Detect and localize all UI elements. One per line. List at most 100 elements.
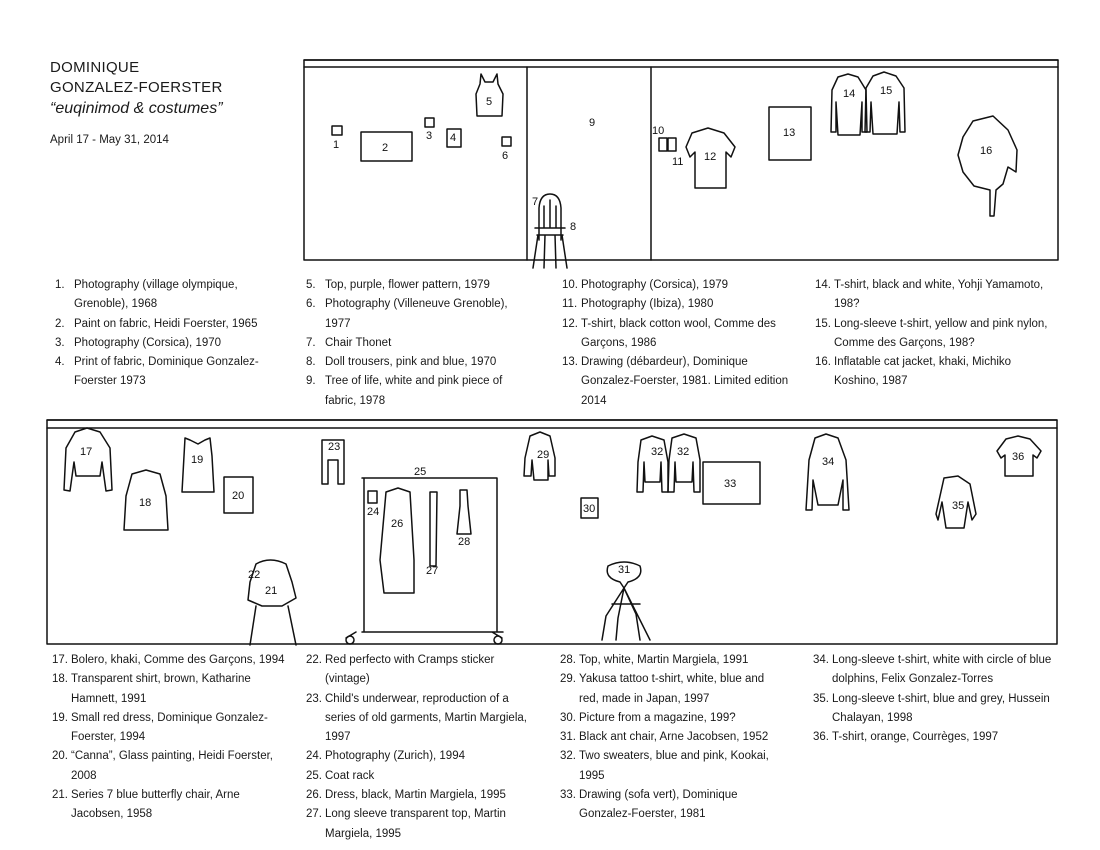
caption-number: 29. [560, 673, 576, 686]
caption-number: 6. [306, 298, 316, 311]
caption-number: 32. [560, 750, 576, 763]
caption-number: 9. [306, 375, 316, 388]
ant-chair-31 [606, 561, 642, 589]
artwork-10-frame [658, 137, 668, 152]
caption-item: 14.T-shirt, black and white, Yohji Yamam… [815, 276, 1053, 315]
caption-number: 21. [52, 789, 68, 802]
artwork-6-frame [501, 136, 512, 147]
caption-text: Print of fabric, Dominique Gonzalez-Foer… [74, 356, 259, 388]
caption-column-top-4: 14.T-shirt, black and white, Yohji Yamam… [815, 276, 1053, 392]
caption-item: 1.Photography (village olympique, Grenob… [55, 276, 280, 315]
caption-number: 36. [813, 731, 829, 744]
caption-number: 12. [562, 317, 578, 330]
garment-19-dress [181, 437, 215, 493]
caption-text: Drawing (débardeur), Dominique Gonzalez-… [581, 356, 789, 407]
caption-item: 34.Long-sleeve t-shirt, white with circl… [813, 651, 1055, 690]
caption-item: 2.Paint on fabric, Heidi Foerster, 1965 [55, 315, 280, 334]
plan-label: 19 [191, 454, 203, 466]
caption-item: 23.Child's underwear, reproduction of a … [306, 690, 530, 748]
plan-label: 4 [450, 132, 456, 144]
garment-27-top [429, 491, 438, 567]
plan-label: 18 [139, 497, 151, 509]
caption-item: 31.Black ant chair, Arne Jacobsen, 1952 [560, 728, 784, 747]
caption-number: 13. [562, 356, 578, 369]
caption-number: 16. [815, 356, 831, 369]
top-plan-labels: 1 2 3 4 5 6 7 8 9 10 11 12 13 14 15 16 [333, 85, 992, 233]
plan-label: 14 [843, 88, 855, 100]
artwork-1-frame [331, 125, 343, 136]
caption-number: 24. [306, 750, 322, 763]
plan-label: 30 [583, 503, 595, 515]
caption-number: 35. [813, 692, 829, 705]
caption-column-bottom-2: 22.Red perfecto with Cramps sticker (vin… [306, 651, 530, 844]
caption-item: 8.Doll trousers, pink and blue, 1970 [306, 353, 518, 372]
garment-28-top [456, 489, 472, 535]
caption-number: 23. [306, 692, 322, 705]
artwork-20-frame [223, 476, 254, 514]
caption-item: 29.Yakusa tattoo t-shirt, white, blue an… [560, 670, 784, 709]
caption-text: Child's underwear, reproduction of a ser… [325, 692, 527, 744]
caption-text: Long-sleeve t-shirt, blue and grey, Huss… [832, 692, 1050, 724]
caption-item: 24.Photography (Zurich), 1994 [306, 747, 530, 766]
caption-text: Long-sleeve t-shirt, yellow and pink nyl… [834, 317, 1048, 349]
plan-label: 16 [980, 145, 992, 157]
garment-32-sweater-b [667, 433, 701, 493]
caption-item: 16.Inflatable cat jacket, khaki, Michiko… [815, 353, 1053, 392]
plan-label: 31 [618, 564, 630, 576]
caption-number: 31. [560, 731, 576, 744]
caption-text: Inflatable cat jacket, khaki, Michiko Ko… [834, 356, 1012, 388]
caption-item: 21.Series 7 blue butterfly chair, Arne J… [52, 786, 286, 825]
caption-text: Long sleeve transparent top, Martin Marg… [325, 808, 506, 840]
plan-label: 10 [652, 125, 664, 137]
artwork-13-frame [768, 106, 812, 161]
caption-number: 30. [560, 711, 576, 724]
artwork-33-frame [702, 461, 761, 505]
bottom-wall-elevation [46, 419, 1058, 645]
caption-item: 9.Tree of life, white and pink piece of … [306, 372, 518, 411]
caption-text: T-shirt, orange, Courrèges, 1997 [832, 731, 999, 744]
coat-rack-25 [345, 477, 504, 639]
top-wall-objects [331, 71, 1018, 269]
caption-item: 33.Drawing (sofa vert), Dominique Gonzal… [560, 786, 784, 825]
artwork-4-frame [446, 128, 462, 148]
caption-item: 36.T-shirt, orange, Courrèges, 1997 [813, 728, 1055, 747]
garment-35-longsleeve [935, 475, 977, 529]
plan-label: 2 [382, 142, 388, 154]
caption-text: Chair Thonet [325, 336, 392, 349]
plan-label: 11 [672, 156, 683, 168]
caption-number: 26. [306, 789, 322, 802]
caption-item: 30.Picture from a magazine, 199? [560, 709, 784, 728]
plan-label: 29 [537, 449, 549, 461]
caption-item: 28.Top, white, Martin Margiela, 1991 [560, 651, 784, 670]
plan-label: 17 [80, 446, 92, 458]
caption-text: Two sweaters, blue and pink, Kookai, 199… [579, 750, 769, 782]
caption-item: 18.Transparent shirt, brown, Katharine H… [52, 670, 286, 709]
caption-text: Black ant chair, Arne Jacobsen, 1952 [579, 731, 769, 744]
garment-16-cat-jacket [957, 115, 1018, 217]
caption-item: 17.Bolero, khaki, Comme des Garçons, 199… [52, 651, 286, 670]
caption-number: 4. [55, 356, 65, 369]
garment-32-sweater-a [636, 435, 669, 493]
artwork-24-frame [367, 490, 378, 504]
plan-label: 23 [328, 441, 340, 453]
caption-number: 7. [306, 336, 316, 349]
caption-text: Coat rack [325, 769, 375, 782]
artwork-30-frame [580, 497, 599, 519]
artwork-11-frame [667, 137, 677, 152]
plan-label: 15 [880, 85, 892, 97]
caption-text: Photography (Zurich), 1994 [325, 750, 465, 763]
bottom-plan-labels: 17 18 19 20 21 22 23 24 25 26 27 28 29 3… [80, 441, 1024, 597]
plan-label: 25 [414, 466, 426, 478]
garment-22-perfecto [247, 559, 297, 607]
caption-text: “Canna”, Glass painting, Heidi Foerster,… [71, 750, 273, 782]
caption-text: Small red dress, Dominique Gonzalez-Foer… [71, 711, 268, 744]
plan-label: 9 [589, 117, 595, 129]
caption-item: 5.Top, purple, flower pattern, 1979 [306, 276, 518, 295]
caption-item: 10.Photography (Corsica), 1979 [562, 276, 798, 295]
caption-number: 22. [306, 654, 322, 666]
plan-label: 21 [265, 585, 277, 597]
garment-17-bolero [63, 427, 113, 492]
